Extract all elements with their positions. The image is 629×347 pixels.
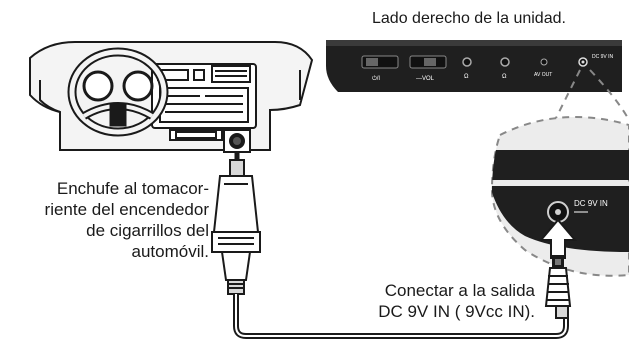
headphone-2-label: Ω <box>502 74 507 80</box>
lighter-caption-line-4: automóvil. <box>131 242 209 261</box>
unit-side-caption-text: Lado derecho de la unidad. <box>372 10 566 27</box>
lighter-caption-line-1: Enchufe al tomacor- <box>56 179 209 198</box>
dc-input-caption: Conectar a la salida DC 9V IN ( 9Vcc IN)… <box>378 280 535 322</box>
lighter-caption-line-3: de cigarrillos del <box>86 221 209 240</box>
zoom-dc-jack-label: DC 9V IN <box>574 199 608 208</box>
zoom-guide-lines <box>539 69 629 151</box>
dc-in-label: DC 9V IN <box>592 54 614 60</box>
unit-side-caption: Lado derecho de la unidad. <box>372 8 566 29</box>
device-side-panel: ⏻/I —VOL Ω Ω AV OUT DC 9V IN <box>326 40 622 92</box>
power-cable <box>233 294 569 339</box>
lighter-caption-line-2: riente del encendedor <box>44 200 209 219</box>
av-out-label: AV OUT <box>534 72 552 78</box>
lighter-socket-caption: Enchufe al tomacor- riente del encendedo… <box>45 178 209 262</box>
car-adapter-plug <box>211 151 261 295</box>
headphone-1-label: Ω <box>464 74 469 80</box>
dc-caption-line-2: DC 9V IN ( 9Vcc IN). <box>378 302 535 321</box>
dc-jack-zoom: DC 9V IN <box>490 116 629 277</box>
lighter-socket <box>223 129 251 153</box>
power-switch-label: ⏻/I <box>372 75 380 82</box>
dc-caption-line-1: Conectar a la salida <box>384 281 535 300</box>
steering-wheel <box>67 47 169 137</box>
dc-barrel-plug <box>544 255 572 319</box>
car-dashboard <box>29 41 314 151</box>
volume-label: —VOL <box>416 76 435 82</box>
